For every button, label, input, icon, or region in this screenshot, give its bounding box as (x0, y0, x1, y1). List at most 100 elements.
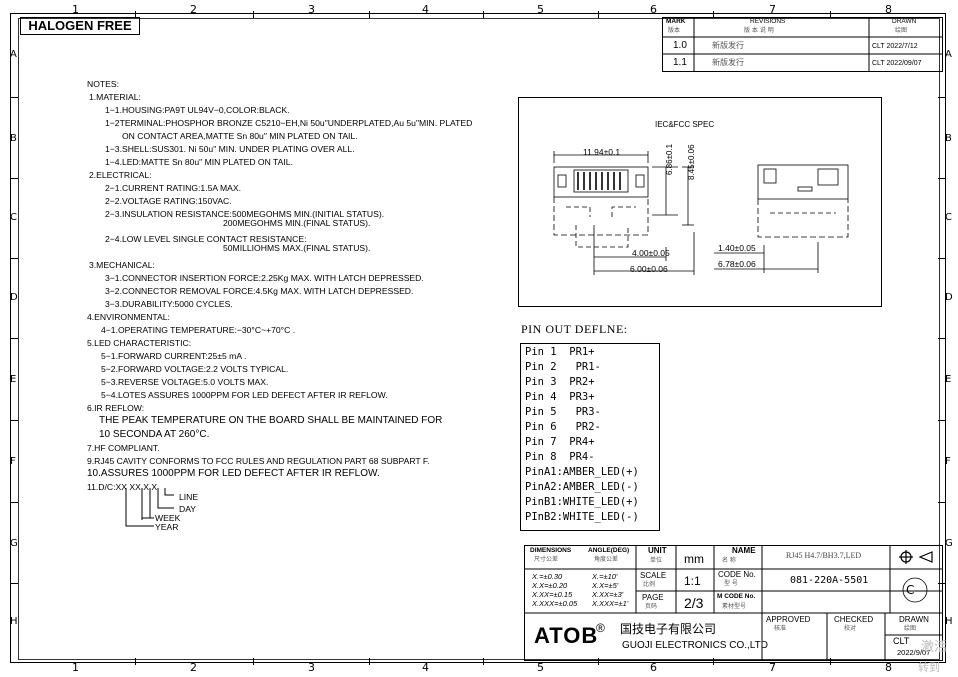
note-line: 5−2.FORWARD VOLTAGE:2.2 VOLTS TYPICAL. (101, 364, 289, 374)
column-number: 2 (190, 3, 197, 16)
company-name-cn: 国技电子有限公司 (620, 622, 717, 636)
ruler-tick (10, 583, 18, 584)
column-number: 4 (422, 3, 429, 16)
spec-title: IEC&FCC SPEC (655, 120, 715, 129)
rev-row-2-drawn: CLT 2022/09/07 (872, 60, 922, 67)
ruler-tick (253, 658, 254, 665)
company-name-en: GUOJI ELECTRONICS CO.,LTD (622, 640, 768, 651)
company-logo: ATOB (534, 623, 599, 648)
ruler-tick (10, 420, 18, 421)
tb-unit-val: mm (684, 552, 704, 566)
ruler-tick (938, 420, 946, 421)
tb-tol-ang: X.X=±5' (592, 581, 619, 590)
column-number: 1 (72, 661, 79, 674)
note-line: 9.RJ45 CAVITY CONFORMS TO FCC RULES AND … (87, 456, 430, 466)
tb-drawn-date: 2022/9/07 (897, 648, 931, 657)
tb-tol-lin: X.XX=±0.15 (532, 590, 573, 599)
rev-drawn-header: DRAWN (892, 18, 917, 25)
tb-unit-cn: 单位 (650, 557, 663, 564)
column-number: 1 (72, 3, 79, 16)
note-line: NOTES: (87, 79, 119, 89)
column-number: 3 (308, 661, 315, 674)
tb-tol-ang: X.XXX=±1' (592, 599, 629, 608)
ruler-tick (938, 258, 946, 259)
revision-table: MARK 版本 REVISIONS 版 本 说 明 DRAWN 绘图 1.0 新… (662, 17, 943, 72)
ruler-tick (10, 178, 18, 179)
column-number: 8 (885, 661, 892, 674)
tb-checked: CHECKED (834, 615, 874, 624)
pinout-row: PInB2:WHITE_LED(-) (525, 511, 639, 523)
rev-row-2-mark: 1.1 (673, 57, 687, 68)
halogen-free-label: HALOGEN FREE (20, 17, 140, 35)
note-line: 2−4.LOW LEVEL SINGLE CONTACT RESISTANCE: (105, 234, 307, 244)
tb-page-cn: 页码 (645, 603, 658, 610)
tb-unit: UNIT (648, 546, 667, 555)
rev-revisions-header: REVISIONS (750, 18, 786, 25)
projection-symbol (899, 550, 933, 564)
registered-mark: ® (596, 621, 605, 635)
note-line: 50MILLIOHMS MAX.(FINAL STATUS). (223, 243, 371, 253)
datecode-tree (125, 488, 174, 527)
pinout-title: PIN OUT DEFLNE: (521, 322, 628, 336)
pinout-row: PinA2:AMBER_LED(-) (525, 481, 639, 493)
tb-name-val: RJ45 H4.7/BH3.7,LED (786, 551, 862, 560)
tb-page: PAGE (642, 593, 664, 602)
dim-height-1: 6.86±0.1 (665, 143, 674, 175)
watermark-activate: 激活 (921, 640, 948, 655)
note-line: 2−1.CURRENT RATING:1.5A MAX. (105, 183, 242, 193)
tb-code: CODE No. (718, 570, 756, 579)
row-letter: G (10, 538, 18, 549)
tb-scale-cn: 比例 (643, 581, 656, 588)
tb-tol-lin: X.=±0.30 (532, 572, 563, 581)
tb-approved: APPROVED (766, 615, 811, 624)
tb-dimensions: DIMENSIONS (530, 547, 572, 554)
ruler-tick (10, 258, 18, 259)
dim-width: 11.94±0.1 (583, 147, 621, 157)
ruler-tick (713, 658, 714, 665)
ruler-tick (598, 658, 599, 665)
tb-name: NAME (732, 546, 756, 555)
column-number: 6 (650, 661, 657, 674)
row-letter: D (10, 292, 18, 303)
pinout-row: Pin 3 PR2+ (525, 376, 595, 388)
tb-code-val: 081-220A-5501 (790, 575, 869, 586)
row-letter: F (10, 456, 16, 467)
tb-checked-cn: 校对 (844, 625, 857, 632)
column-number: 6 (650, 3, 657, 16)
tb-drawn-cn: 绘图 (904, 625, 917, 632)
row-letter: E (10, 374, 17, 385)
note-line: 4−1.OPERATING TEMPERATURE:−30°C~+70°C . (101, 325, 296, 335)
column-number: 2 (190, 661, 197, 674)
pinout-row: Pin 2 PR1- (525, 361, 601, 373)
note-line: THE PEAK TEMPERATURE ON THE BOARD SHALL … (99, 415, 443, 426)
pinout-row: Pin 1 PR1+ (525, 346, 595, 358)
note-line: 4.ENVIRONMENTAL: (87, 312, 170, 322)
column-number: 7 (769, 3, 776, 16)
tb-drawn: DRAWN (899, 615, 929, 624)
title-block: DIMENSIONS 尺寸公差 ANGLE(DEG) 角度公差 X.=±0.30… (524, 545, 943, 661)
dim-pitch: 4.00±0.05 (632, 248, 670, 258)
tb-rev-circle-label: C (906, 583, 915, 597)
row-letter: A (10, 49, 17, 60)
tb-drawn-by: CLT (893, 636, 910, 646)
note-line: 1−4.LED:MATTE Sn 80u" MIN PLATED ON TAIL… (105, 157, 293, 167)
note-line: 10.ASSURES 1000PPM FOR LED DEFECT AFTER … (87, 468, 380, 479)
note-line: 3−1.CONNECTOR INSERTION FORCE:2.25Kg MAX… (105, 273, 424, 283)
note-line: 3−3.DURABILITY:5000 CYCLES. (105, 299, 233, 309)
ruler-tick (135, 658, 136, 665)
rev-row-1-desc: 新版发行 (712, 41, 744, 50)
row-letter: E (945, 374, 952, 385)
note-line: 1.MATERIAL: (89, 92, 141, 102)
column-number: 3 (308, 3, 315, 16)
datecode-day-label: DAY (179, 504, 197, 514)
ruler-tick (369, 658, 370, 665)
note-line: 5−4.LOTES ASSURES 1000PPM FOR LED DEFECT… (101, 390, 388, 400)
ruler-tick (938, 178, 946, 179)
dim-side-2: 6.78±0.06 (718, 259, 756, 269)
note-line: 10 SECONDA AT 260°C. (99, 429, 210, 440)
note-line: 5−3.REVERSE VOLTAGE:5.0 VOLTS MAX. (101, 377, 269, 387)
tb-page-val: 2/3 (684, 595, 704, 611)
column-number: 8 (885, 3, 892, 16)
row-letter: A (945, 49, 952, 60)
ruler-tick (10, 502, 18, 503)
